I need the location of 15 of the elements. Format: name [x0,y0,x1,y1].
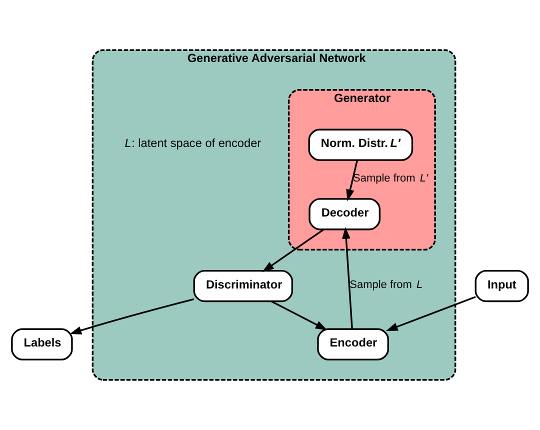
arrow [262,228,324,272]
edge-label: Sample from L′ [353,172,428,185]
arrow [386,296,476,331]
arrow [270,300,328,330]
node-box: Labels [11,328,73,360]
node-box: Input [474,270,529,302]
label: L: latent space of encoder [124,136,262,150]
arrow [70,298,194,334]
node-box: Decoder [308,198,381,230]
node-box: Norm. Distr. L′ [308,128,414,161]
arrow [342,226,353,329]
node-box: Discriminator [193,270,294,302]
arrow [346,160,358,202]
node-box: Encoder [317,328,389,360]
edge-label: Sample from L [350,279,423,292]
